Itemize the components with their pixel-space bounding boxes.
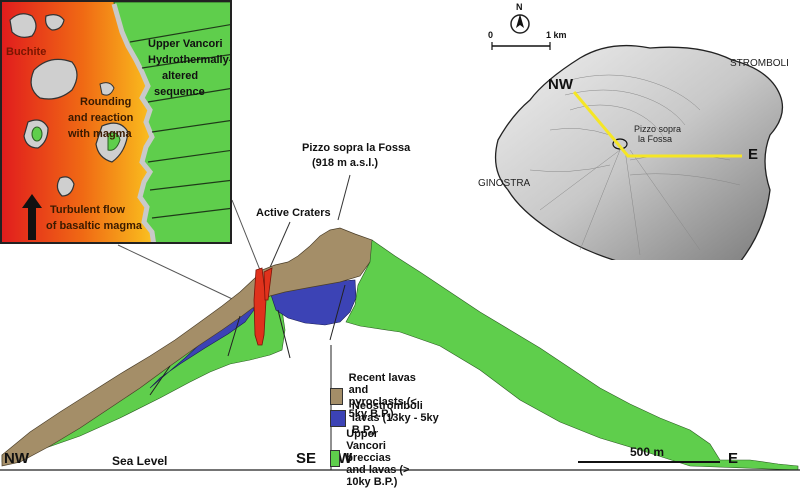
- hydro-label-line2: Hydrothermally-: [148, 54, 232, 66]
- recent-lavas-unit: [1, 227, 379, 467]
- map-pizzo-label-line1: Pizzo sopra: [634, 124, 682, 134]
- legend-label-recent: Recent lavas and pyroclasts (< 5ky B.P.): [348, 372, 417, 420]
- green-core-1: [31, 126, 43, 142]
- contact-line-2: [227, 315, 241, 357]
- contact-line-3: [277, 309, 291, 359]
- cross-section-profile: [0, 174, 800, 471]
- hydro-label-line4: sequence: [154, 86, 205, 98]
- map-scale-end-label: 1 km: [546, 30, 567, 40]
- legend-item-upper-vancori: Upper Vancori breccias and lavas (> 10ky…: [330, 428, 413, 488]
- profile-nw-label: NW: [4, 450, 29, 467]
- legend-swatch-neostromboli: [330, 409, 346, 427]
- map-scale-start-label: 0: [488, 30, 494, 40]
- pizzo-crater-ellipse: [612, 138, 628, 150]
- profile-w-label: W: [338, 450, 353, 467]
- north-arrow-icon: [516, 14, 524, 28]
- flow-label-line1: Turbulent flow: [50, 204, 125, 216]
- legend-label-upper-vancori: Upper Vancori breccias and lavas (> 10ky…: [346, 428, 410, 488]
- buchite-xenolith-3: [30, 58, 78, 100]
- inset-artwork: [2, 2, 230, 242]
- map-north-label: N: [516, 2, 523, 12]
- craters-pointer-line: [267, 221, 291, 273]
- legend-item-recent: Recent lavas and pyroclasts (< 5ky B.P.): [330, 372, 423, 420]
- flow-label-line2: of basaltic magma: [46, 220, 142, 232]
- map-stromboli-label: STROMBOLI: [730, 58, 789, 69]
- magma-contact-inset: Buchite Upper Vancori Hydrothermally- al…: [0, 0, 232, 244]
- green-core-2: [107, 132, 121, 151]
- turbulent-flow-arrow: [22, 194, 42, 240]
- inset-leader-line-1: [117, 244, 246, 306]
- profile-se-label: SE: [296, 450, 317, 467]
- altered-rim: [111, 3, 156, 242]
- buchite-xenolith-2: [45, 14, 65, 31]
- map-pizzo-label-line2: la Fossa: [638, 134, 673, 144]
- legend-item-neostromboli: Neostromboli lavas (13ky - 5ky B.P.): [330, 400, 439, 436]
- magma-conduit-branch: [263, 267, 273, 301]
- contact-line-4: [329, 284, 346, 341]
- summit-elevation-label: (918 m a.s.l.): [312, 157, 379, 169]
- profile-trace-line: [572, 91, 742, 158]
- hydro-label-line1: Upper Vancori: [148, 38, 223, 50]
- map-nw-label: NW: [548, 76, 573, 93]
- hydro-label-line3: altered: [162, 70, 199, 82]
- buchite-label: Buchite: [6, 46, 47, 58]
- magma-conduit: [253, 267, 267, 346]
- buchite-xenolith-7: [99, 82, 115, 96]
- legend-swatch-recent: [330, 387, 343, 405]
- contact-line-1: [149, 365, 171, 396]
- map-contours: [529, 74, 741, 256]
- rounding-label-line3: with magma: [68, 128, 132, 140]
- island-outline: [494, 44, 784, 260]
- summit-pointer-line: [337, 174, 351, 221]
- rounding-label-line2: and reaction: [68, 112, 134, 124]
- upper-vancori-e-unit: [345, 239, 799, 471]
- buchite-xenolith-6: [56, 176, 75, 197]
- sea-level-label: Sea Level: [112, 454, 168, 468]
- legend-swatch-upper-vancori: [330, 449, 341, 467]
- rounding-label-line1: Rounding: [80, 96, 132, 108]
- map-e-label: E: [748, 146, 759, 163]
- active-craters-label: Active Craters: [256, 207, 331, 219]
- profile-e-label: E: [728, 450, 739, 467]
- buchite-xenolith-1: [9, 13, 37, 38]
- profile-scale-label: 500 m: [630, 445, 665, 459]
- fracture-lines: [129, 24, 230, 219]
- inset-leader-line-2: [231, 199, 265, 281]
- map-ginostra-label: GINOSTRA: [478, 178, 531, 189]
- summit-name-label: Pizzo sopra la Fossa: [302, 142, 411, 154]
- legend-label-neostromboli: Neostromboli lavas (13ky - 5ky B.P.): [351, 400, 439, 436]
- island-map: [491, 14, 784, 260]
